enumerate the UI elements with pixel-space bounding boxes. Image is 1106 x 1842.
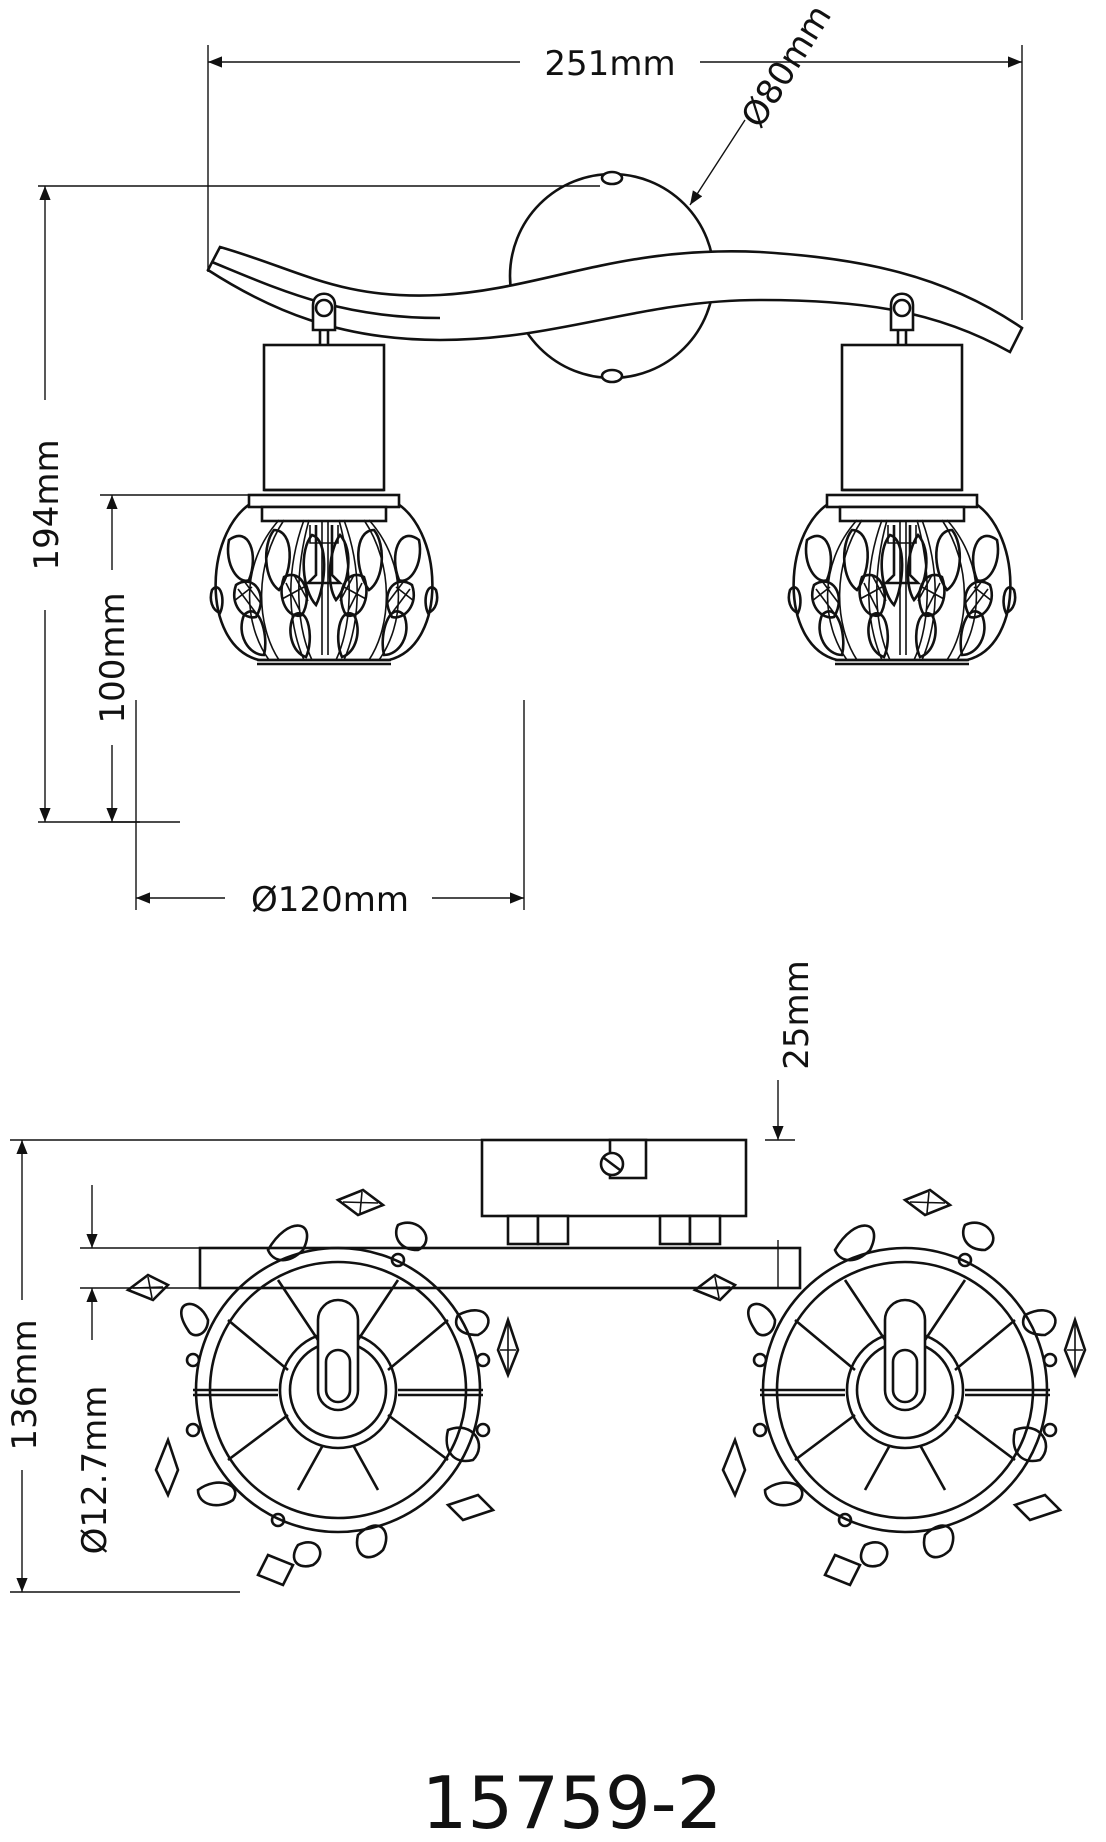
left-socket-housing — [262, 343, 386, 492]
front-view — [206, 170, 1024, 666]
dim-depth: 136mm — [5, 1139, 482, 1593]
dim-height: 194mm — [27, 185, 600, 823]
dim-base-depth: 25mm — [765, 960, 817, 1288]
bottom-view — [126, 1138, 1087, 1587]
dim-socket-diameter: Ø12.7mm — [75, 1185, 210, 1554]
width-label: 251mm — [544, 44, 675, 84]
model-number: 15759-2 — [422, 1761, 723, 1842]
height-label: 194mm — [27, 439, 67, 570]
right-shade — [787, 493, 1017, 666]
arm-bar — [206, 245, 1024, 354]
right-socket-housing — [840, 343, 964, 492]
dim-plate-diameter: Ø80mm — [689, 0, 840, 206]
plate-screw-bottom — [600, 368, 624, 384]
dim-shade-height: 100mm — [93, 494, 270, 823]
plate-screw-top — [600, 170, 624, 186]
right-lamp — [787, 292, 1017, 666]
dim-shade-diameter: Ø120mm — [135, 700, 525, 920]
left-lamp — [209, 292, 439, 666]
base-depth-label: 25mm — [777, 960, 817, 1070]
shade-height-label: 100mm — [93, 592, 133, 723]
socket-diameter-label: Ø12.7mm — [75, 1386, 115, 1555]
bar-top — [198, 1246, 802, 1290]
depth-label: 136mm — [5, 1319, 45, 1450]
plate-diameter-label: Ø80mm — [734, 0, 840, 135]
shade-diameter-label: Ø120mm — [251, 880, 409, 920]
left-shade — [209, 493, 439, 666]
dim-width: 251mm — [207, 44, 1023, 320]
